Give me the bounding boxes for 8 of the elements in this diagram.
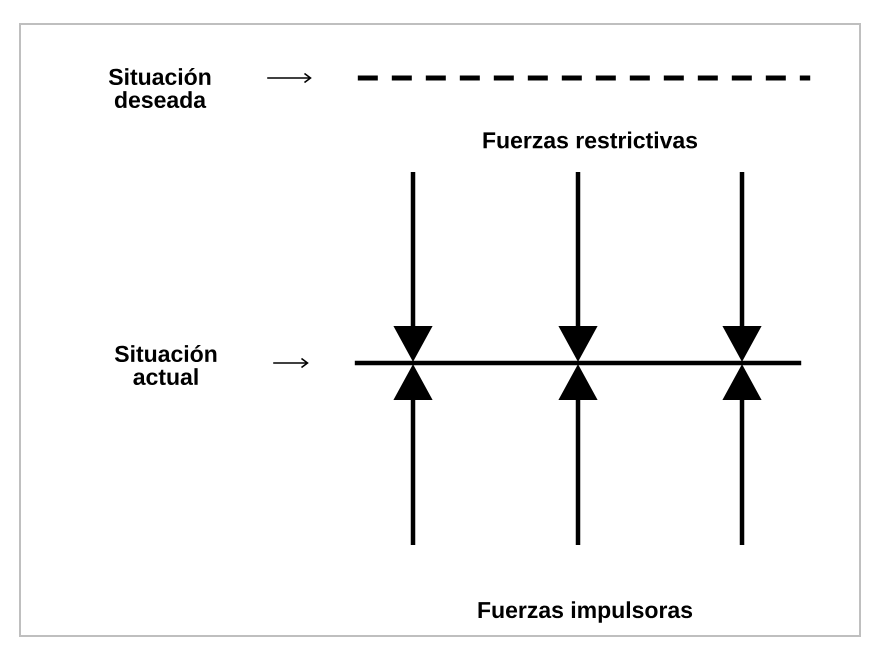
level-line <box>354 360 802 366</box>
state-label: Situación actual <box>114 344 216 386</box>
arrow <box>273 358 309 368</box>
level-line <box>358 76 810 80</box>
state-label: Situación deseada <box>108 68 210 108</box>
force-label: Fuerzas impulsoras <box>478 601 692 623</box>
arrow <box>267 72 312 84</box>
force-label: Fuerzas restrictivas <box>484 132 698 148</box>
